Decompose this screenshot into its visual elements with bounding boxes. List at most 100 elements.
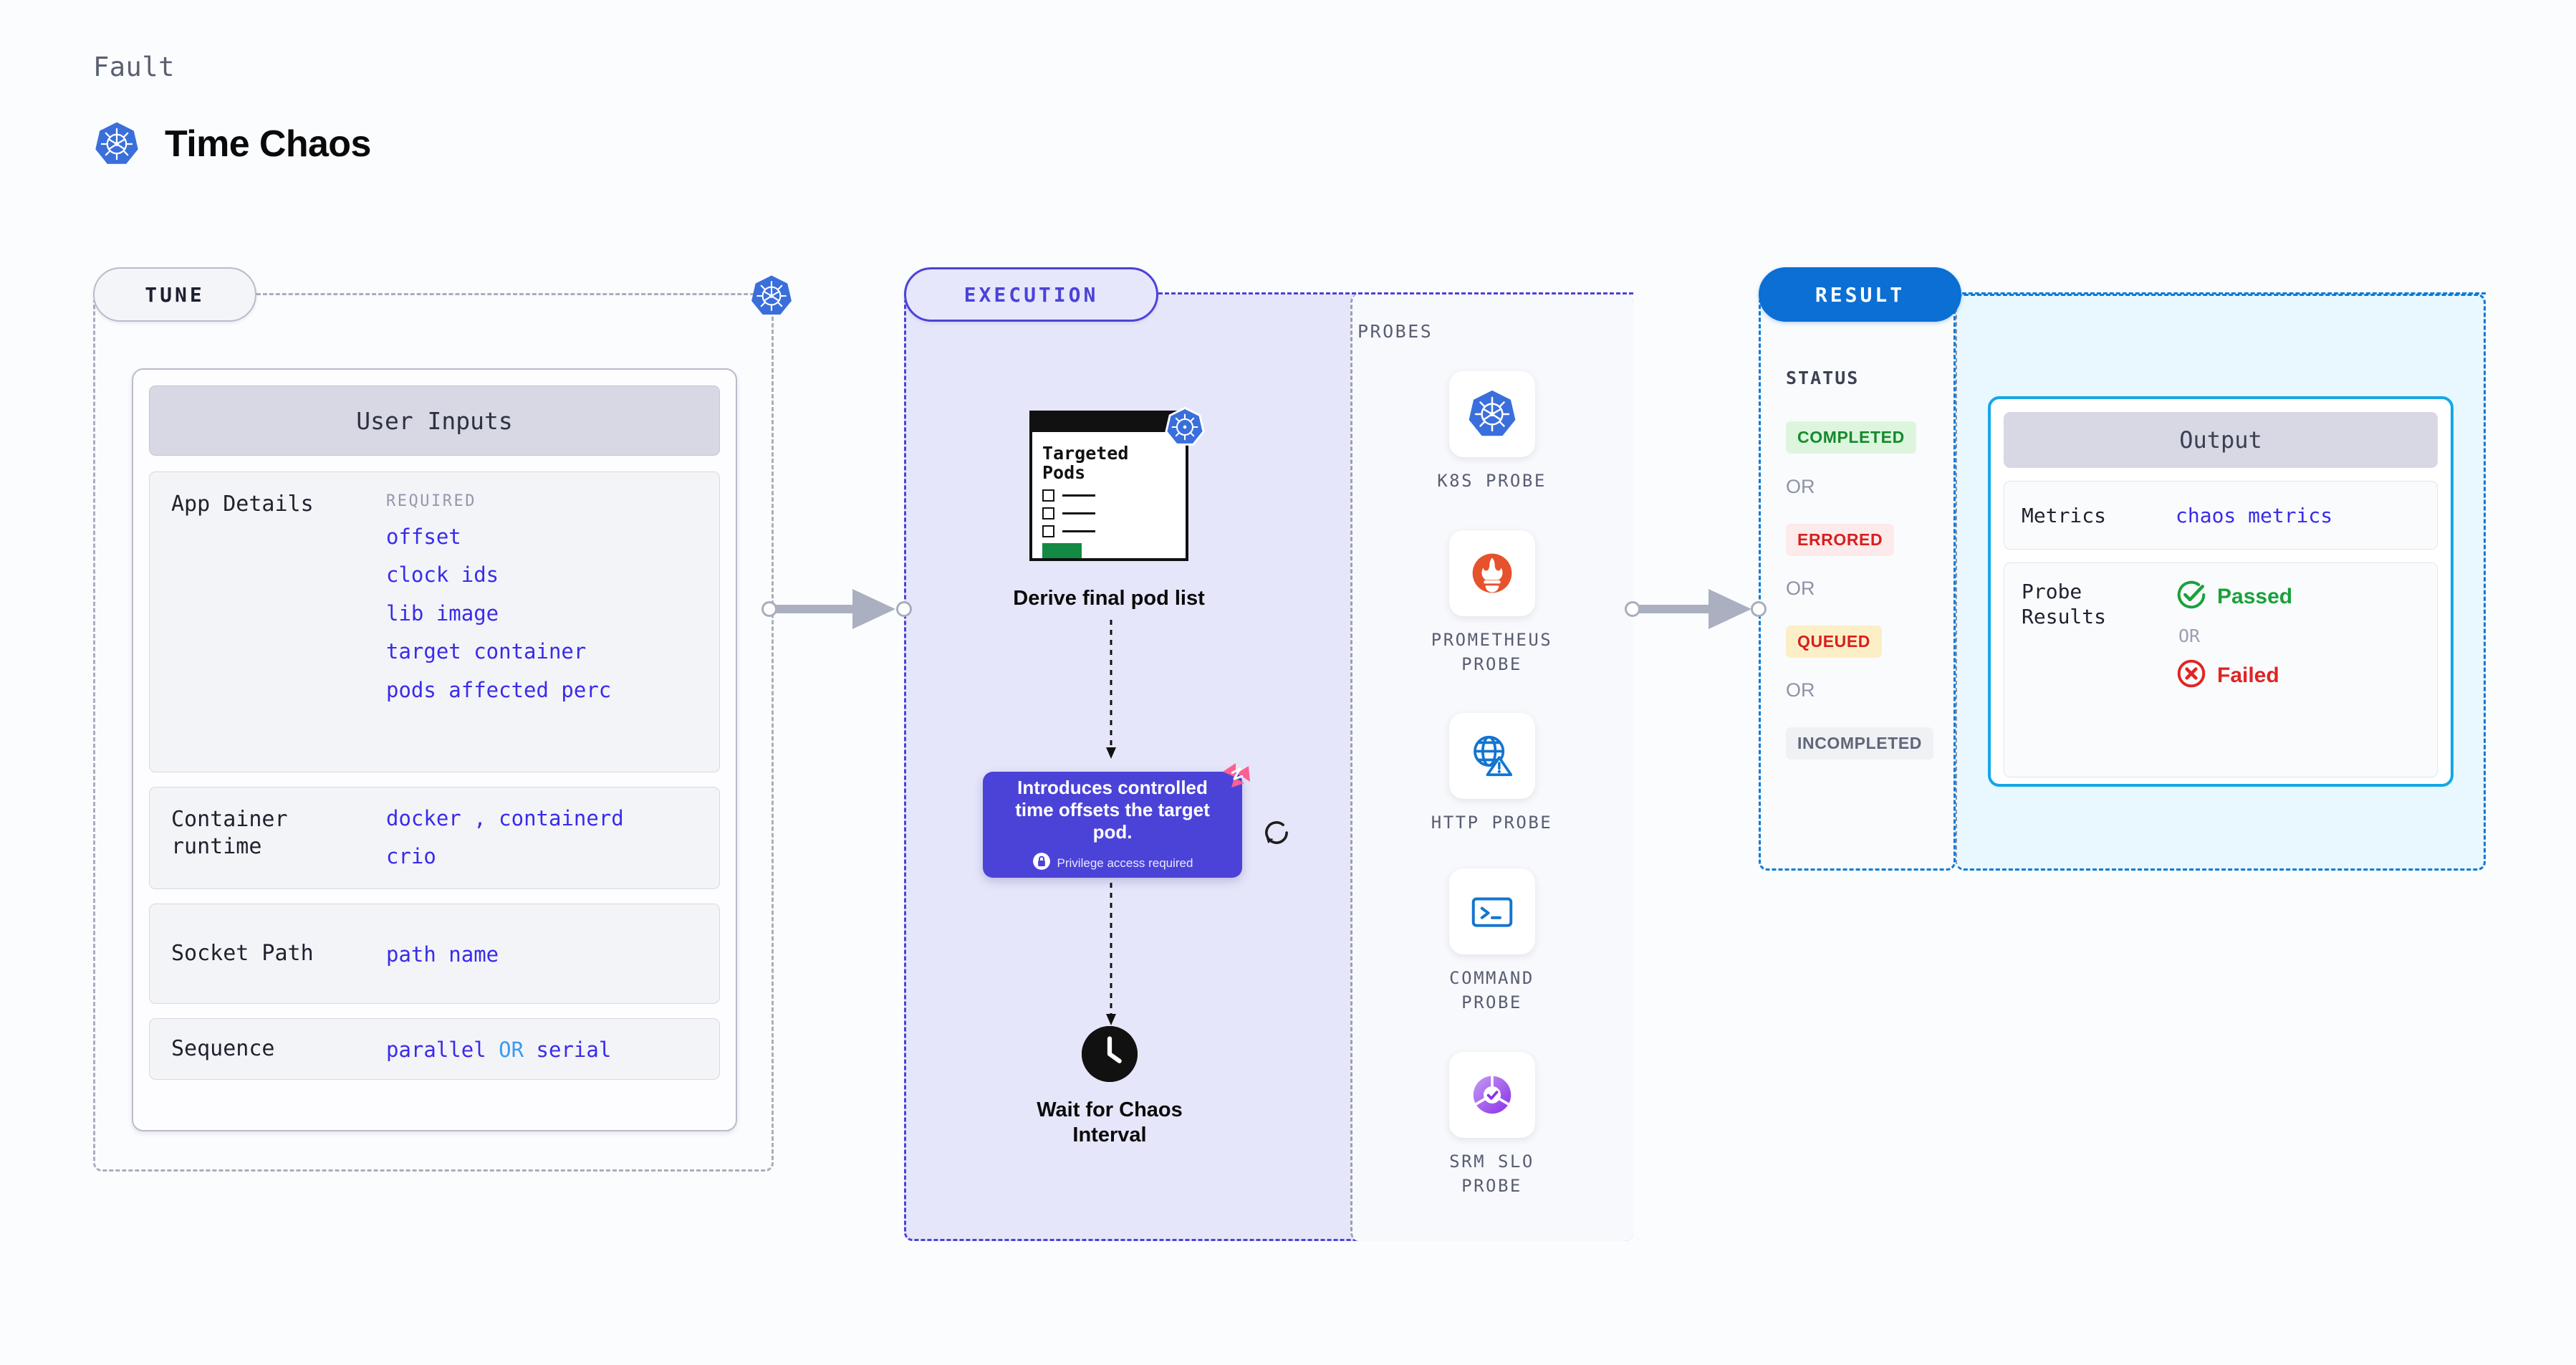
privilege-note-row: Privilege access required — [1032, 852, 1193, 874]
targeted-pods-card: Targeted Pods — [1029, 411, 1188, 561]
output-row-probe-results: Probe Results Passed OR — [2004, 562, 2438, 777]
param-value[interactable]: crio — [386, 844, 436, 869]
globe-warning-icon — [1448, 713, 1535, 799]
privilege-note-text: Privilege access required — [1057, 856, 1193, 870]
prometheus-icon — [1448, 530, 1535, 616]
param-label: App Details — [171, 492, 314, 517]
connector-node-tune[interactable] — [761, 601, 777, 617]
status-or-label: OR — [1786, 578, 1815, 599]
kubernetes-icon — [93, 120, 140, 168]
kubernetes-icon — [749, 274, 794, 322]
required-note: REQUIRED — [386, 492, 476, 510]
pods-card-titlebar — [1029, 411, 1188, 432]
kubernetes-icon — [1448, 371, 1535, 457]
placeholder-line — [1062, 530, 1095, 532]
flow-arrow-down — [1106, 883, 1116, 1025]
pods-card-title: Targeted Pods — [1042, 443, 1129, 483]
fault-description-text: Introduces controlled time offsets the t… — [1015, 776, 1210, 843]
kubernetes-icon — [1164, 406, 1206, 451]
check-circle-icon — [2176, 579, 2207, 614]
page-title-row: Time Chaos — [93, 120, 371, 168]
status-badge-errored: ERRORED — [1786, 524, 1895, 556]
probe-label: PROMETHEUS PROBE — [1431, 630, 1553, 675]
execution-zone-top-border — [904, 292, 1633, 295]
step-caption-derive-pod-list: Derive final pod list — [1013, 587, 1205, 610]
connector-node-execution-in[interactable] — [896, 601, 912, 617]
checkbox-icon — [1042, 489, 1054, 502]
placeholder-line — [1062, 512, 1095, 514]
page-title: Time Chaos — [165, 123, 371, 165]
tune-zone-top-border — [93, 293, 774, 295]
pods-progress-bar — [1042, 543, 1082, 558]
step-caption-wait-chaos-interval: Wait for Chaos Interval — [1037, 1098, 1183, 1147]
param-value[interactable]: lib image — [386, 600, 499, 626]
checkbox-icon — [1042, 525, 1054, 537]
connector-node-result[interactable] — [1751, 601, 1767, 617]
stage-badge-result[interactable]: RESULT — [1759, 267, 1961, 322]
status-badge-incompleted: INCOMPLETED — [1786, 727, 1933, 760]
param-value[interactable]: offset — [386, 525, 461, 549]
refresh-icon[interactable] — [1261, 817, 1292, 852]
output-label: Probe Results — [2022, 580, 2107, 628]
output-row-metrics[interactable]: Metrics chaos metrics — [2004, 481, 2438, 550]
output-card-header: Output — [2004, 412, 2438, 468]
probe-failed-label: Failed — [2217, 663, 2279, 687]
probe-item-prometheus[interactable]: PROMETHEUS PROBE — [1350, 530, 1633, 676]
param-value[interactable]: docker , containerd — [386, 806, 624, 830]
placeholder-line — [1062, 494, 1095, 497]
pods-list-item — [1042, 489, 1176, 502]
connector-node-execution-out[interactable] — [1625, 601, 1640, 617]
param-value[interactable]: pods affected perc — [386, 677, 612, 702]
status-badge-queued: QUEUED — [1786, 626, 1883, 658]
param-value[interactable]: clock ids — [386, 562, 499, 588]
param-row-sequence[interactable]: Sequence parallel OR serial — [149, 1018, 720, 1080]
probe-item-command[interactable]: COMMAND PROBE — [1350, 868, 1633, 1015]
output-value-metrics[interactable]: chaos metrics — [2176, 503, 2333, 527]
probe-passed-label: Passed — [2217, 584, 2293, 608]
tune-zone — [93, 294, 774, 1172]
srm-slo-icon — [1448, 1052, 1535, 1138]
param-value[interactable]: target container — [386, 639, 587, 664]
param-value[interactable]: parallel OR serial — [386, 1037, 612, 1062]
status-or-label: OR — [1786, 476, 1815, 497]
param-row-socket-path[interactable]: Socket Path path name — [149, 904, 720, 1004]
param-label: Sequence — [171, 1035, 275, 1061]
probe-result-or-label: OR — [2178, 626, 2201, 646]
probe-item-http[interactable]: HTTP PROBE — [1350, 713, 1633, 835]
checkbox-icon — [1042, 507, 1054, 519]
fault-eyebrow-label: Fault — [93, 52, 175, 82]
result-output-zone-top-border — [1956, 292, 2486, 295]
output-card: Output Metrics chaos metrics Probe Resul… — [1988, 396, 2454, 787]
probe-label: SRM SLO PROBE — [1449, 1151, 1534, 1197]
output-label: Metrics — [2022, 503, 2107, 527]
probe-result-failed: Failed — [2176, 658, 2292, 693]
probe-result-passed: Passed — [2176, 579, 2292, 614]
user-inputs-card: User Inputs App Details REQUIRED offset … — [132, 368, 737, 1131]
x-circle-icon — [2176, 658, 2207, 693]
probe-item-srm-slo[interactable]: SRM SLO PROBE — [1350, 1052, 1633, 1198]
status-section-title: STATUS — [1786, 368, 1860, 388]
connector-tune-to-execution — [772, 589, 895, 629]
terminal-icon — [1448, 868, 1535, 954]
lock-icon — [1032, 852, 1051, 874]
param-label: Socket Path — [171, 940, 314, 966]
status-badge-completed: COMPLETED — [1786, 421, 1916, 454]
clock-icon — [1082, 1026, 1138, 1082]
probe-label: K8S PROBE — [1437, 471, 1547, 491]
probe-item-k8s[interactable]: K8S PROBE — [1350, 371, 1633, 493]
flow-arrow-down — [1106, 620, 1116, 759]
pods-list-item — [1042, 525, 1176, 537]
probes-section-title: PROBES — [1357, 321, 1433, 342]
result-status-zone — [1759, 294, 1956, 871]
stage-badge-tune[interactable]: TUNE — [93, 267, 256, 322]
chaos-icon — [1220, 762, 1251, 794]
param-label: Container runtime — [171, 807, 288, 860]
stage-badge-execution[interactable]: EXECUTION — [904, 267, 1158, 322]
connector-execution-to-result — [1635, 589, 1751, 629]
param-value[interactable]: path name — [386, 942, 499, 967]
param-row-container-runtime[interactable]: Container runtime docker , containerd cr… — [149, 787, 720, 889]
param-row-app-details[interactable]: App Details REQUIRED offset clock ids li… — [149, 471, 720, 772]
status-or-label: OR — [1786, 679, 1815, 701]
probe-label: COMMAND PROBE — [1449, 968, 1534, 1013]
fault-description-card: Introduces controlled time offsets the t… — [983, 763, 1250, 878]
